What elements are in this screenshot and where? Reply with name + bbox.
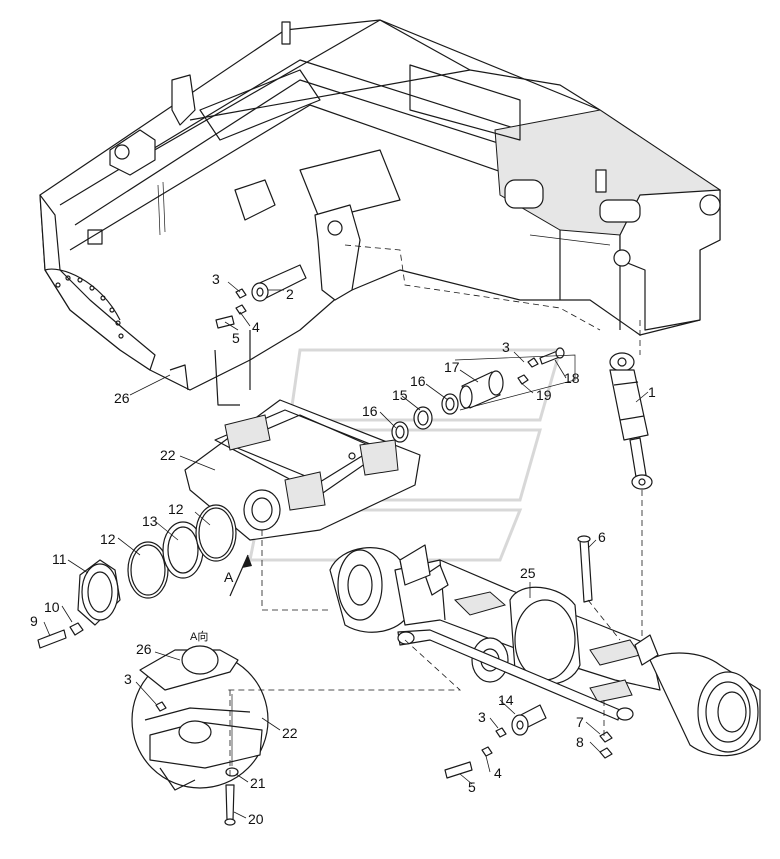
callout-3-lower: 3 xyxy=(478,709,486,725)
callout-12-right: 12 xyxy=(168,501,184,517)
callout-3-pin: 3 xyxy=(502,339,510,355)
callout-labels: 1 2 3 4 5 6 7 8 9 10 11 12 13 12 14 15 1… xyxy=(30,271,656,827)
pin-14 xyxy=(444,704,613,779)
callout-4-lower: 4 xyxy=(494,765,502,781)
callout-20: 20 xyxy=(248,811,264,827)
callout-2: 2 xyxy=(286,286,294,302)
steering-cylinder xyxy=(609,352,653,490)
bolt-6 xyxy=(577,535,593,603)
callout-17: 17 xyxy=(444,359,460,375)
leader-lines xyxy=(43,281,649,819)
callout-10: 10 xyxy=(44,599,60,615)
callout-16-lower: 16 xyxy=(362,403,378,419)
assembly-lines xyxy=(225,244,643,780)
callout-25: 25 xyxy=(520,565,536,581)
ring-parts xyxy=(37,504,237,649)
callout-1: 1 xyxy=(648,384,656,400)
callout-9: 9 xyxy=(30,613,38,629)
callout-7: 7 xyxy=(576,714,584,730)
callout-16-upper: 16 xyxy=(410,373,426,389)
callout-3-detail: 3 xyxy=(124,671,132,687)
callout-14: 14 xyxy=(498,692,514,708)
callout-6: 6 xyxy=(598,529,606,545)
callout-26-detail: 26 xyxy=(136,641,152,657)
callout-8: 8 xyxy=(576,734,584,750)
detail-view-label: A向 xyxy=(190,629,208,643)
detail-view-a xyxy=(131,645,269,826)
view-arrow-label: A xyxy=(224,569,234,585)
front-frame xyxy=(39,19,722,406)
callout-18: 18 xyxy=(564,370,580,386)
callout-3-top: 3 xyxy=(212,271,220,287)
callout-22-detail: 22 xyxy=(282,725,298,741)
callout-26-frame: 26 xyxy=(114,390,130,406)
callout-21: 21 xyxy=(250,775,266,791)
callout-19: 19 xyxy=(536,387,552,403)
callout-12-left: 12 xyxy=(100,531,116,547)
callout-11: 11 xyxy=(52,551,67,567)
callout-5-top: 5 xyxy=(232,330,240,346)
rear-axle-25 xyxy=(329,544,761,757)
axle-bracket-22 xyxy=(184,399,421,541)
callout-4-top: 4 xyxy=(252,319,260,335)
callout-15: 15 xyxy=(392,387,408,403)
pin-assembly xyxy=(391,347,576,443)
view-arrow-a: A xyxy=(224,554,252,597)
callout-13: 13 xyxy=(142,513,158,529)
pin-2 xyxy=(215,264,307,329)
bolt-circle xyxy=(55,275,124,339)
callout-22-upper: 22 xyxy=(160,447,176,463)
callout-5-lower: 5 xyxy=(468,779,476,795)
